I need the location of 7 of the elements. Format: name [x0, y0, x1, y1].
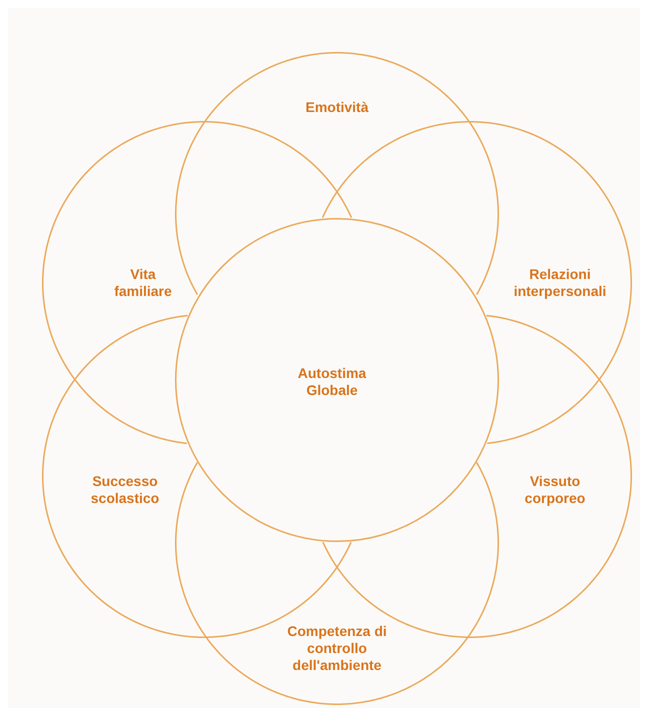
circle-label: Emotività: [304, 98, 370, 116]
circle-label: Relazioni interpersonali: [512, 266, 608, 300]
circle-label: Vissuto corporeo: [524, 473, 586, 507]
circle-label: Autostima Globale: [296, 365, 368, 399]
circle-label: Competenza di controllo dell'ambiente: [286, 622, 388, 674]
circle-label: Vita familiare: [113, 266, 173, 300]
circle-label: Successo scolastico: [90, 473, 160, 507]
